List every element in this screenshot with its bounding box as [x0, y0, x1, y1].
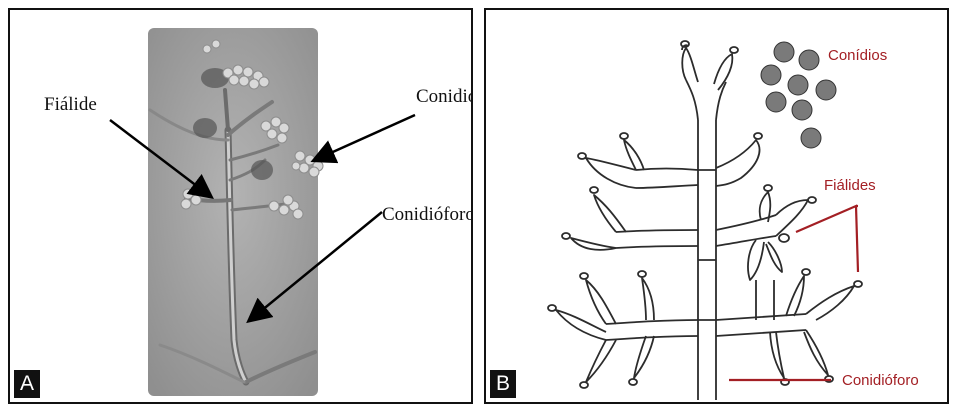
label-conidios: Conidios	[416, 86, 473, 107]
label-conidioforo-b: Conidióforo	[842, 372, 919, 389]
panel-b-drawing: Conídios Fiálides Conidióforo B	[484, 8, 949, 404]
leader-fialides	[796, 206, 858, 272]
main-stalk	[698, 190, 716, 400]
label-conidioforo: Conidióforo	[382, 204, 473, 225]
conidia-spores	[761, 42, 836, 148]
line-drawing-figure: Conídios Fiálides Conidióforo	[486, 10, 949, 404]
label-fialide: Fiálide	[44, 94, 97, 115]
panel-a-micrograph: Fiálide Conidios Conidióforo A	[8, 8, 473, 404]
conidiophore-drawing	[548, 41, 862, 400]
arrow-conidios	[315, 115, 415, 160]
label-fialides-b: Fiálides	[824, 177, 876, 194]
label-conidios-b: Conídios	[828, 47, 887, 64]
micrograph-figure: Fiálide Conidios Conidióforo	[10, 10, 473, 404]
panel-b-badge: B	[490, 370, 516, 398]
panel-a-badge: A	[14, 370, 40, 398]
